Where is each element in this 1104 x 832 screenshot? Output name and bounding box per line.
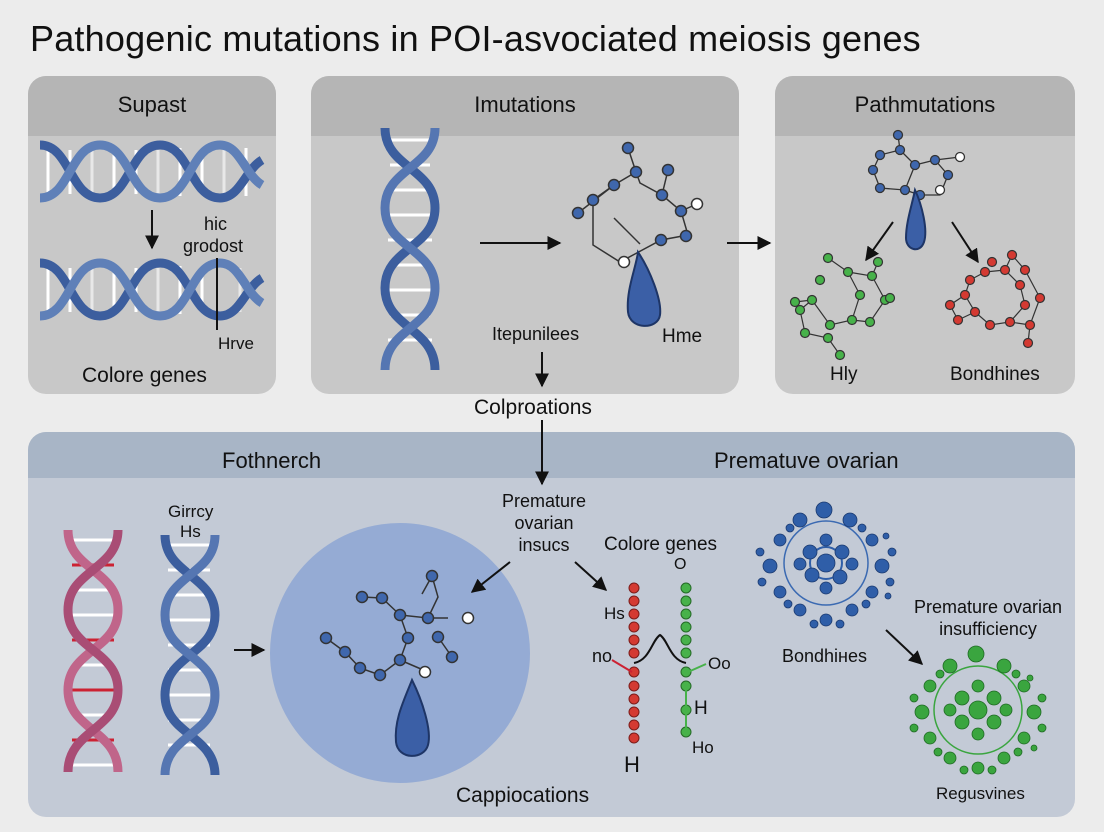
label-chain-ho: Ho [692, 738, 714, 757]
label-colore-genes-bottom: Colore genes [604, 534, 718, 555]
chain-bond [633, 633, 687, 664]
chain-bond-n [611, 659, 633, 673]
panel-header [28, 432, 1075, 478]
page-title: Pathogenic mutations in POI-asvociated m… [30, 18, 921, 59]
label-poi-block: Premature ovarian insufficiency [900, 596, 1076, 640]
chain-red [628, 582, 640, 744]
panel-title-imutations: Imutations [474, 92, 576, 117]
molecule-middle [571, 141, 704, 327]
label-poi-line1: Premature ovarian [913, 597, 1063, 617]
label-colproations: Colproations [474, 396, 592, 419]
arrow-to-chain [574, 561, 608, 591]
cell-circle [270, 523, 530, 783]
label-itepunilees: Itepunilees [492, 324, 580, 344]
label-girrcy: Girrcy [168, 502, 214, 521]
dna-helix-blue-bottom [160, 534, 220, 776]
label-chain-oo: Oo [708, 654, 731, 673]
label-chain-hs: Hs [604, 604, 625, 623]
label-premature: Premature [501, 491, 587, 511]
dna-helix-bottom-left [39, 258, 265, 330]
label-bondhines-top: Bondhines [950, 364, 1040, 385]
label-ovarian: ovarian [514, 513, 574, 533]
dna-helix-top-left [39, 140, 265, 203]
molecule-right-top [867, 129, 966, 251]
label-hly: Hly [830, 364, 858, 385]
panel-header [775, 76, 1075, 136]
label-bondhiнes-bottom: Bondhiнes [782, 646, 867, 666]
arrow-to-green-cluster [885, 629, 924, 665]
arrow-into-circle [470, 561, 511, 593]
panel-title-supast: Supast [117, 92, 187, 117]
label-chain-no: no [592, 646, 613, 666]
molecule-bottom-circle [319, 569, 475, 757]
label-grodost: grodost [183, 236, 244, 256]
panel-bottom [28, 432, 1075, 817]
label-hrve: Hrve [218, 334, 254, 353]
molecule-green [789, 252, 896, 361]
label-hme: Hme [662, 326, 703, 347]
label-chain-h-mid: H [694, 698, 708, 719]
label-poi-line2: insufficiency [939, 619, 1037, 639]
chain-green [680, 582, 692, 738]
label-insucs: insucs [518, 535, 570, 555]
cluster-blue [755, 501, 897, 629]
label-cappiocations: Cappiocations [456, 784, 590, 807]
cluster-green [909, 645, 1047, 775]
bottom-title-right: Prematuve ovarian [714, 448, 899, 473]
label-premature-block: Premature ovarian insucs [486, 490, 602, 556]
label-hs: Hs [180, 522, 201, 541]
arrow-right-to-green [865, 221, 894, 262]
panel-header [28, 76, 276, 136]
label-colore-genes-left: Colore genes [82, 364, 207, 387]
panel-title-pathmutations: Pathmutations [854, 92, 996, 117]
molecule-red [944, 249, 1046, 349]
label-chain-o-top: O [674, 556, 687, 573]
label-regusvines: Regusvines [936, 784, 1025, 803]
dna-helix-middle [380, 127, 440, 371]
arrow-right-to-red [951, 221, 979, 264]
label-hic: hic [204, 214, 228, 234]
panel-header [311, 76, 739, 136]
label-chain-h-bottom: H [624, 752, 640, 777]
dna-helix-pink [63, 529, 123, 773]
bottom-title-left: Fothnerch [222, 448, 322, 473]
chain-bond-o [687, 663, 707, 673]
